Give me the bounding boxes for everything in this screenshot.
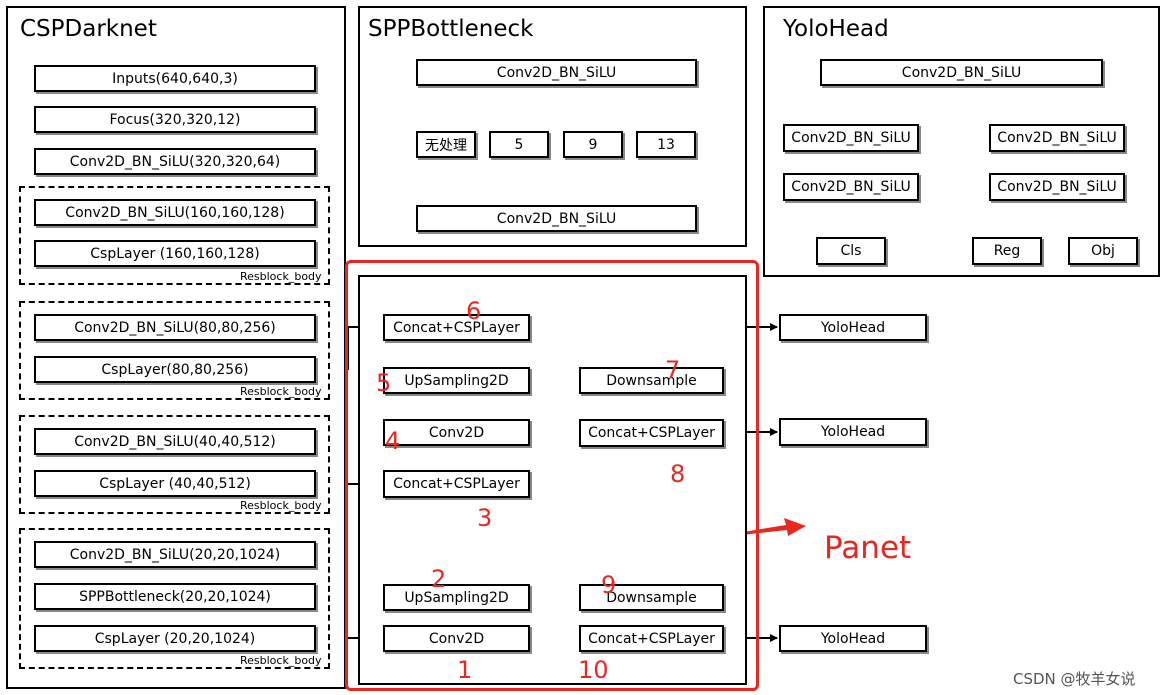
conv-40-box: Conv2D_BN_SiLU(40,40,512) — [34, 428, 316, 455]
reg-box: Reg — [972, 237, 1042, 265]
step-number-1: 1 — [457, 656, 473, 684]
conv-80-box: Conv2D_BN_SiLU(80,80,256) — [34, 314, 316, 341]
step-number-3: 3 — [477, 504, 493, 532]
csdn-watermark: CSDN @牧羊女说 — [1013, 670, 1136, 688]
yolohead-output-2-box: YoloHead — [779, 418, 927, 446]
yolohead-output-1-box: YoloHead — [779, 314, 927, 341]
focus-box: Focus(320,320,12) — [34, 106, 316, 133]
panet-label: Panet — [824, 530, 912, 566]
step-number-4: 4 — [385, 427, 401, 455]
concat-csplayer-10-box: Concat+CSPLayer — [579, 625, 724, 652]
inputs-box: Inputs(640,640,3) — [34, 65, 316, 92]
step-number-2: 2 — [431, 565, 447, 593]
spp-bottom-conv-box: Conv2D_BN_SiLU — [416, 205, 697, 232]
conv-20-box: Conv2D_BN_SiLU(20,20,1024) — [34, 541, 316, 568]
concat-csplayer-8-box: Concat+CSPLayer — [579, 419, 724, 447]
yolohead-top-conv-box: Conv2D_BN_SiLU — [820, 59, 1103, 86]
spp-k9-box: 9 — [563, 131, 623, 158]
panet-highlight-frame — [345, 260, 759, 691]
step-number-9: 9 — [601, 571, 617, 599]
resblock-label-3: Resblock_body — [240, 499, 322, 512]
yolohead-output-3-box: YoloHead — [779, 625, 927, 652]
spp-none-box: 无处理 — [416, 131, 476, 158]
csplayer-40-box: CspLayer (40,40,512) — [34, 470, 316, 497]
resblock-label-4: Resblock_body — [240, 654, 322, 667]
concat-csplayer-3-box: Concat+CSPLayer — [383, 470, 530, 498]
obj-box: Obj — [1068, 237, 1138, 265]
step-number-7: 7 — [665, 356, 681, 384]
yolohead-right-conv1-box: Conv2D_BN_SiLU — [989, 124, 1125, 152]
step-number-8: 8 — [670, 460, 686, 488]
concat-csplayer-6-box: Concat+CSPLayer — [383, 314, 530, 341]
downsample-9-box: Downsample — [579, 584, 724, 611]
yolohead-left-conv2-box: Conv2D_BN_SiLU — [783, 173, 919, 201]
csplayer-80-box: CspLayer(80,80,256) — [34, 356, 316, 383]
spp-k13-box: 13 — [636, 131, 696, 158]
conv-320-box: Conv2D_BN_SiLU(320,320,64) — [34, 148, 316, 175]
upsampling2d-2-box: UpSampling2D — [383, 584, 530, 611]
step-number-5: 5 — [376, 369, 392, 397]
csplayer-20-box: CspLayer (20,20,1024) — [34, 625, 316, 652]
step-number-6: 6 — [466, 297, 482, 325]
resblock-body-4 — [19, 528, 330, 669]
conv-160-box: Conv2D_BN_SiLU(160,160,128) — [34, 199, 316, 226]
cspdarknet-title: CSPDarknet — [20, 16, 157, 42]
resblock-label-2: Resblock_body — [240, 385, 322, 398]
resblock-label-1: Resblock_body — [240, 270, 322, 283]
panet-arrow — [688, 518, 806, 541]
cls-box: Cls — [816, 237, 886, 265]
conv2d-4-box: Conv2D — [383, 419, 530, 446]
upsampling2d-5-box: UpSampling2D — [383, 367, 530, 394]
resblock-body-3 — [19, 415, 330, 514]
sppbottleneck-20-box: SPPBottleneck(20,20,1024) — [34, 583, 316, 610]
spp-top-conv-box: Conv2D_BN_SiLU — [416, 59, 697, 86]
yolohead-right-conv2-box: Conv2D_BN_SiLU — [989, 173, 1125, 201]
downsample-7-box: Downsample — [579, 367, 724, 394]
yolohead-left-conv1-box: Conv2D_BN_SiLU — [783, 124, 919, 152]
spp-k5-box: 5 — [489, 131, 549, 158]
sppbottleneck-title: SPPBottleneck — [368, 16, 534, 42]
csplayer-160-box: CspLayer (160,160,128) — [34, 240, 316, 267]
step-number-10: 10 — [578, 656, 609, 684]
conv2d-1-box: Conv2D — [383, 625, 530, 652]
resblock-body-1 — [19, 186, 330, 285]
resblock-body-2 — [19, 301, 330, 400]
yolohead-title: YoloHead — [783, 16, 889, 42]
